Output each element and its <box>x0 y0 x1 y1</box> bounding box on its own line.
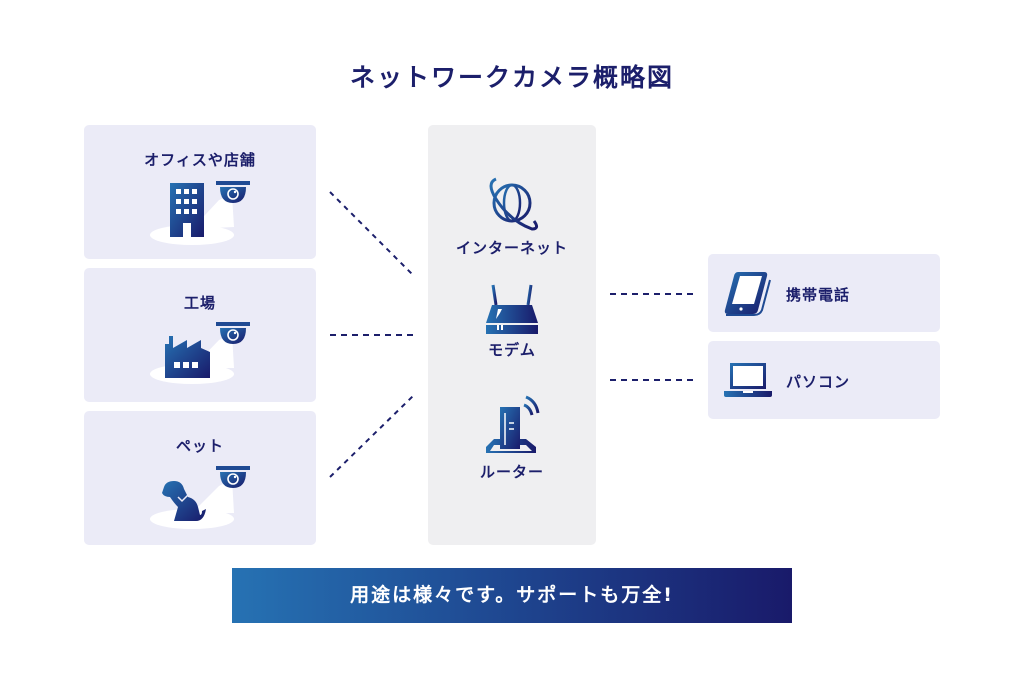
camera-icon <box>216 181 250 203</box>
location-label: オフィスや店舗 <box>144 151 256 169</box>
location-card-pet: ペット <box>84 411 316 545</box>
location-label: ペット <box>175 437 224 455</box>
network-label: インターネット <box>455 239 568 257</box>
support-banner: 用途は様々です。サポートも万全! <box>232 568 792 623</box>
network-item-modem: モデム <box>428 283 596 360</box>
camera-icon <box>216 322 250 344</box>
network-label: ルーター <box>479 463 544 481</box>
camera-icon <box>216 466 250 488</box>
device-card-smartphone: 携帯電話 <box>708 254 940 332</box>
network-item-router: ルーター <box>428 393 596 482</box>
location-label: 工場 <box>183 294 216 312</box>
device-label: パソコン <box>786 373 851 391</box>
dog-icon <box>150 466 250 529</box>
network-item-internet: インターネット <box>428 173 596 258</box>
location-card-office: オフィスや店舗 <box>84 125 316 259</box>
connector-pet-router <box>329 394 415 478</box>
network-label: モデム <box>488 341 536 359</box>
smartphone-icon <box>724 272 771 316</box>
office-building-icon <box>150 181 250 245</box>
network-panel: インターネット モデム ルーター <box>428 125 596 545</box>
globe-icon <box>489 177 539 231</box>
factory-icon <box>150 322 250 384</box>
connector-office-internet <box>329 191 415 277</box>
device-label: 携帯電話 <box>786 286 851 304</box>
modem-icon <box>486 284 538 334</box>
laptop-icon <box>724 363 772 397</box>
router-icon <box>486 395 540 453</box>
location-card-factory: 工場 <box>84 268 316 402</box>
device-card-laptop: パソコン <box>708 341 940 419</box>
diagram-title: ネットワークカメラ概略図 <box>349 63 674 92</box>
